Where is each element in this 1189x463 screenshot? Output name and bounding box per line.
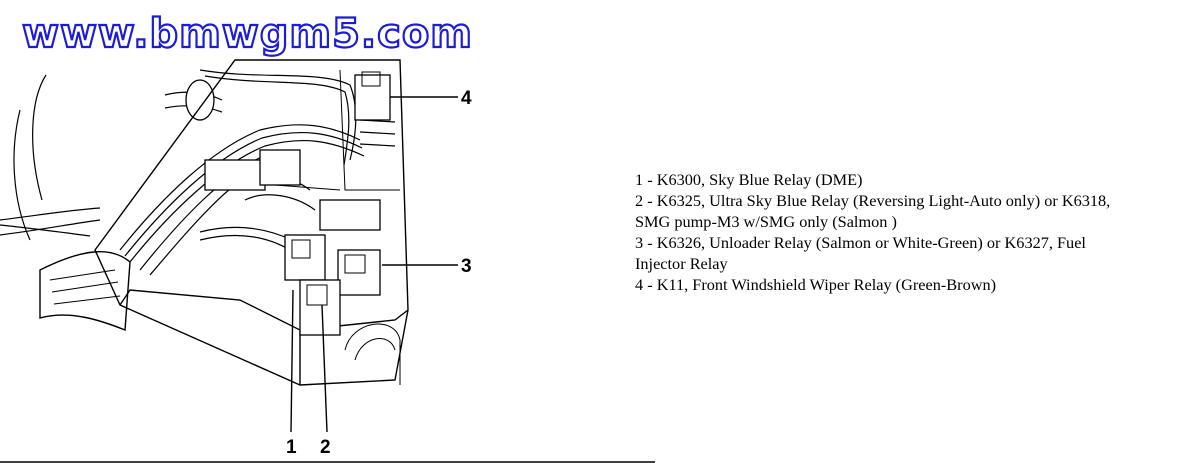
legend-line: 1 - K6300, Sky Blue Relay (DME) bbox=[635, 170, 863, 189]
legend-line: 2 - K6325, Ultra Sky Blue Relay (Reversi… bbox=[635, 191, 1111, 210]
callout-2: 2 bbox=[320, 437, 331, 458]
relay-blocks bbox=[204, 71, 391, 336]
legend-line: SMG pump-M3 w/SMG only (Salmon ) bbox=[635, 212, 897, 231]
relay-legend: 1 - K6300, Sky Blue Relay (DME) 2 - K632… bbox=[635, 169, 1175, 295]
legend-line: 3 - K6326, Unloader Relay (Salmon or Whi… bbox=[635, 233, 1086, 252]
left-cables bbox=[0, 74, 223, 332]
watermark-text: www.bmwgm5.com bbox=[22, 11, 473, 57]
callout-3: 3 bbox=[461, 256, 472, 277]
legend-line: Injector Relay bbox=[635, 254, 728, 273]
leader-lines bbox=[0, 96, 655, 463]
callout-1: 1 bbox=[286, 437, 297, 458]
legend-line: 4 - K11, Front Windshield Wiper Relay (G… bbox=[635, 275, 997, 294]
relay-box-diagram: 4 3 1 2 www.bmwgm5.com bbox=[0, 10, 655, 463]
callout-4: 4 bbox=[461, 88, 472, 109]
